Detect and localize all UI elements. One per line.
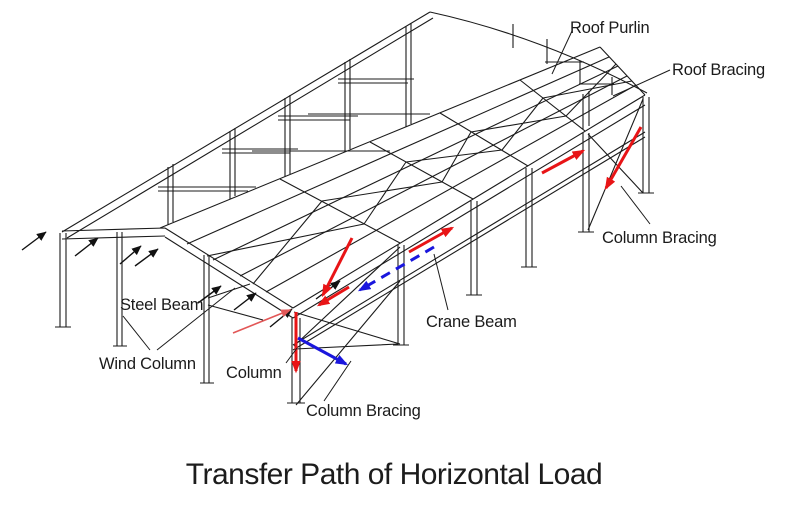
- label-leaders: [122, 30, 671, 402]
- wind-arrow: [233, 292, 257, 311]
- labels: Roof Purlin Roof Bracing Column Bracing …: [99, 19, 765, 420]
- load-path-arrows-red: [291, 126, 643, 374]
- leader-steel-beam: [207, 283, 264, 321]
- label-column-bracing-bottom: Column Bracing: [306, 402, 421, 420]
- wind-columns: [113, 232, 214, 384]
- gable-steel-beam: [61, 227, 294, 319]
- wind-arrow: [134, 248, 159, 267]
- rafters: [279, 46, 646, 244]
- near-columns: [287, 97, 654, 404]
- ridge-beam: [159, 46, 601, 229]
- label-column: Column: [226, 364, 282, 382]
- label-roof-purlin: Roof Purlin: [570, 19, 649, 37]
- leader-crane-beam: [433, 253, 449, 311]
- red-arrow-eave-right: [408, 226, 455, 254]
- label-wind-column: Wind Column: [99, 355, 196, 373]
- near-eave-beam: [292, 94, 646, 319]
- red-arrow-eave-to-corner: [316, 285, 350, 307]
- end-wall-post-stub: [582, 91, 590, 129]
- wind-arrow: [197, 285, 222, 304]
- diagram-title: Transfer Path of Horizontal Load: [186, 458, 602, 491]
- blue-arrow-crane-beam: [357, 245, 435, 292]
- far-wall-frame: [61, 11, 648, 239]
- red-arrow-roof-to-corner: [321, 237, 354, 298]
- leader-column: [285, 347, 298, 364]
- leader-wind-column: [122, 287, 236, 351]
- wind-arrow: [21, 231, 47, 251]
- far-eave-beam: [61, 11, 648, 239]
- gable-end-frame: [55, 227, 294, 384]
- far-columns: [167, 23, 613, 225]
- roof-purlins: [186, 56, 637, 293]
- column-bracing-left-bay: [293, 246, 401, 406]
- roof-frame: [159, 46, 646, 293]
- wind-arrow: [74, 237, 99, 257]
- blue-arrow-bracing: [297, 336, 349, 366]
- wind-arrow: [269, 308, 293, 328]
- label-steel-beam: Steel Beam: [120, 296, 203, 314]
- red-arrow-windcolumn-to-eave: [232, 309, 292, 334]
- crane-beam: [292, 131, 646, 351]
- gable-corner-column: [55, 233, 71, 328]
- leader-roof-purlin: [551, 30, 573, 75]
- column-bracing-right-bay: [587, 98, 644, 231]
- red-arrow-eave-far-right: [541, 149, 586, 175]
- label-roof-bracing: Roof Bracing: [672, 61, 765, 79]
- red-arrow-end-bracing: [604, 126, 643, 191]
- roof-bracing: [206, 63, 633, 285]
- leader-column-bracing-right: [620, 185, 651, 225]
- label-crane-beam: Crane Beam: [426, 313, 517, 331]
- label-column-bracing-right: Column Bracing: [602, 229, 717, 247]
- near-wall-frame: [287, 91, 654, 406]
- wind-arrow: [119, 245, 142, 265]
- leader-roof-bracing: [612, 69, 671, 97]
- crane-path-arrows-blue: [297, 245, 435, 366]
- leader-column-bracing-bottom: [323, 360, 352, 402]
